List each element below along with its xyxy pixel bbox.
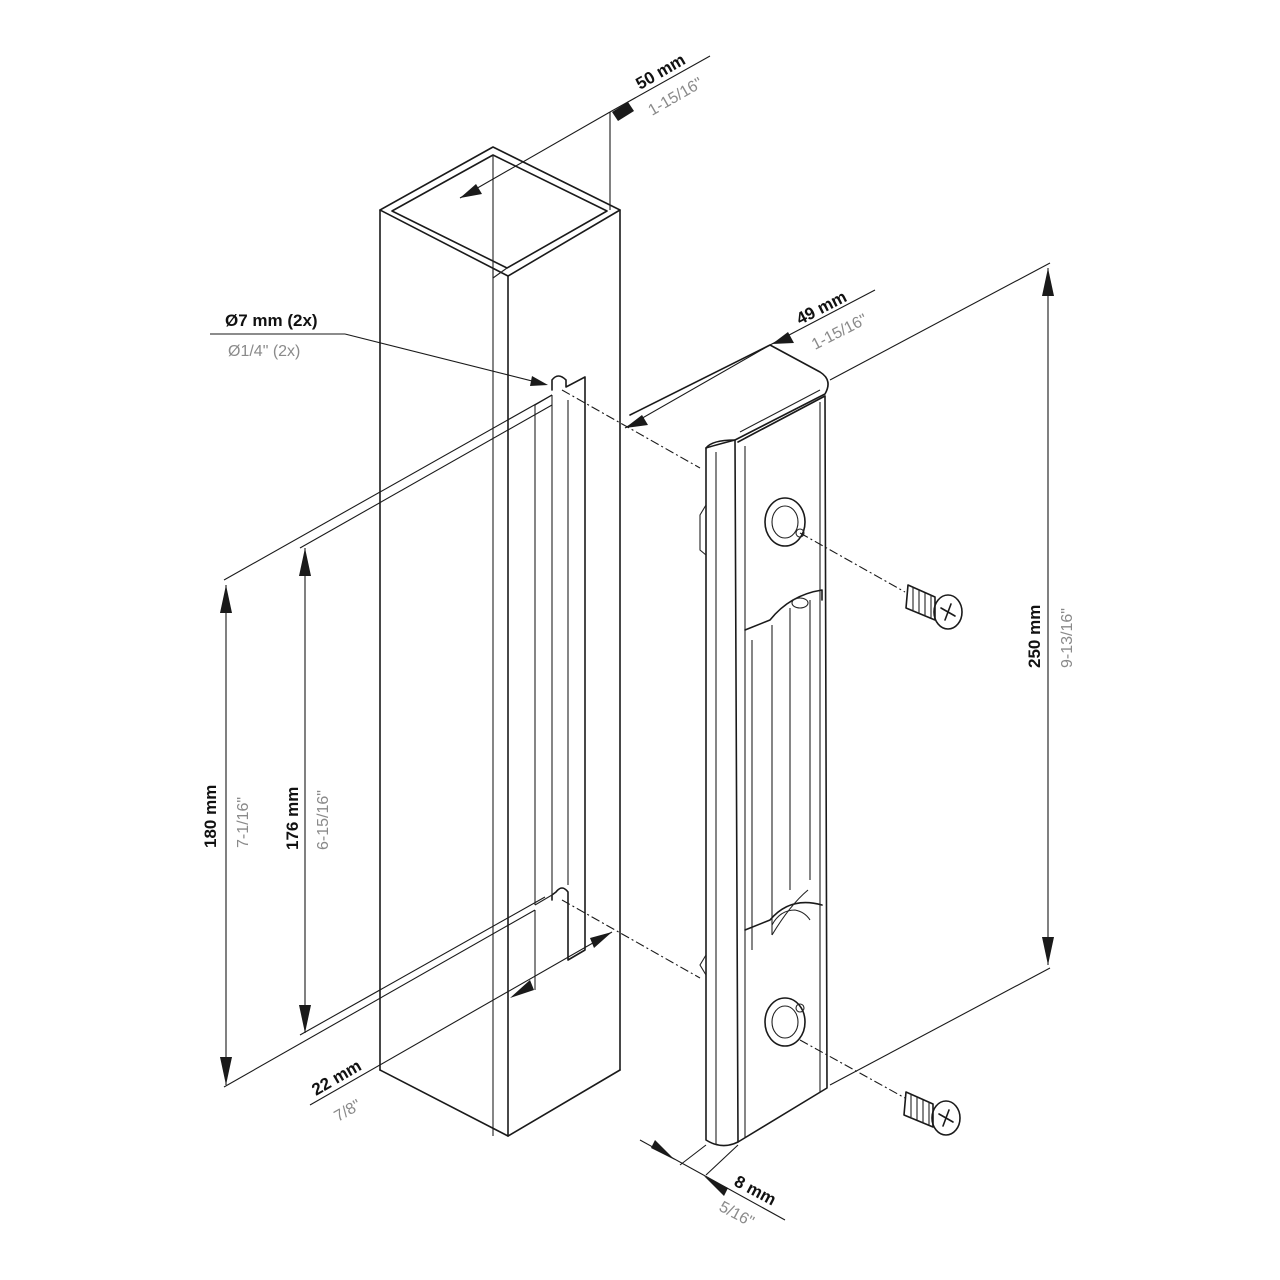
plate-thickness-imperial: 5/16" — [716, 1199, 756, 1231]
dimension-strike-width: 49 mm 1-15/16" — [624, 287, 876, 429]
screw-top — [905, 584, 963, 630]
hole-spacing-inner-imperial: 6-15/16" — [315, 790, 332, 850]
dimension-cutout-width: 22 mm 7/8" — [309, 931, 613, 1126]
screw-bottom — [903, 1091, 961, 1136]
center-lines — [561, 389, 906, 1099]
hole-spacing-inner-metric: 176 mm — [283, 787, 302, 850]
hole-diameter-metric: Ø7 mm (2x) — [225, 311, 318, 330]
strike-height-imperial: 9-13/16" — [1059, 608, 1076, 668]
square-post — [379, 146, 621, 1137]
dimension-hole-spacing-inner: 176 mm 6-15/16" — [283, 404, 553, 1036]
hole-spacing-outer-metric: 180 mm — [201, 785, 220, 848]
cutout-width-metric: 22 mm — [309, 1056, 365, 1099]
strike-height-metric: 250 mm — [1025, 605, 1044, 668]
hole-diameter-imperial: Ø1/4" (2x) — [228, 343, 300, 360]
cutout-width-imperial: 7/8" — [332, 1097, 365, 1126]
dimension-post-width: 50 mm 1-15/16" — [459, 50, 711, 210]
hole-spacing-outer-imperial: 7-1/16" — [235, 797, 252, 848]
dimension-hole-diameter: Ø7 mm (2x) Ø1/4" (2x) — [210, 311, 548, 386]
dimension-plate-thickness: 8 mm 5/16" — [639, 1139, 786, 1231]
dimension-strike-height: 250 mm 9-13/16" — [829, 262, 1076, 1086]
strike-plate — [629, 344, 829, 1147]
dimension-hole-spacing-outer: 180 mm 7-1/16" — [201, 394, 553, 1088]
